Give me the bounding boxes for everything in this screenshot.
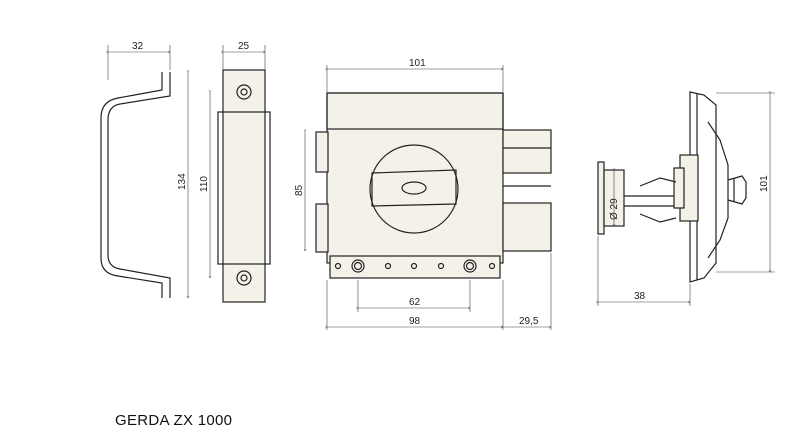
dim-hole-spacing: 62: [409, 297, 421, 308]
handle-view: 32 134: [100, 41, 188, 298]
strike-bar-view: 25 110: [199, 41, 271, 303]
dim-side-depth: 38: [634, 291, 646, 302]
dim-offset: 29,5: [519, 316, 539, 327]
dim-cylinder-diameter: Ø 29: [609, 198, 620, 220]
dim-lock-height: 85: [294, 184, 305, 196]
dim-bar-height: 110: [199, 176, 210, 192]
dim-base-width: 98: [409, 316, 421, 327]
lock-side-view: Ø 29 101 38: [598, 92, 775, 306]
dim-side-height: 101: [759, 175, 770, 192]
lock-front-view: 101 85 62 98 29,5: [294, 58, 552, 330]
dim-lock-width: 101: [409, 58, 426, 69]
product-title: GERDA ZX 1000: [115, 412, 233, 429]
dim-bar-width: 25: [238, 41, 250, 52]
dim-handle-height: 134: [177, 173, 188, 190]
dim-handle-width: 32: [132, 41, 144, 52]
